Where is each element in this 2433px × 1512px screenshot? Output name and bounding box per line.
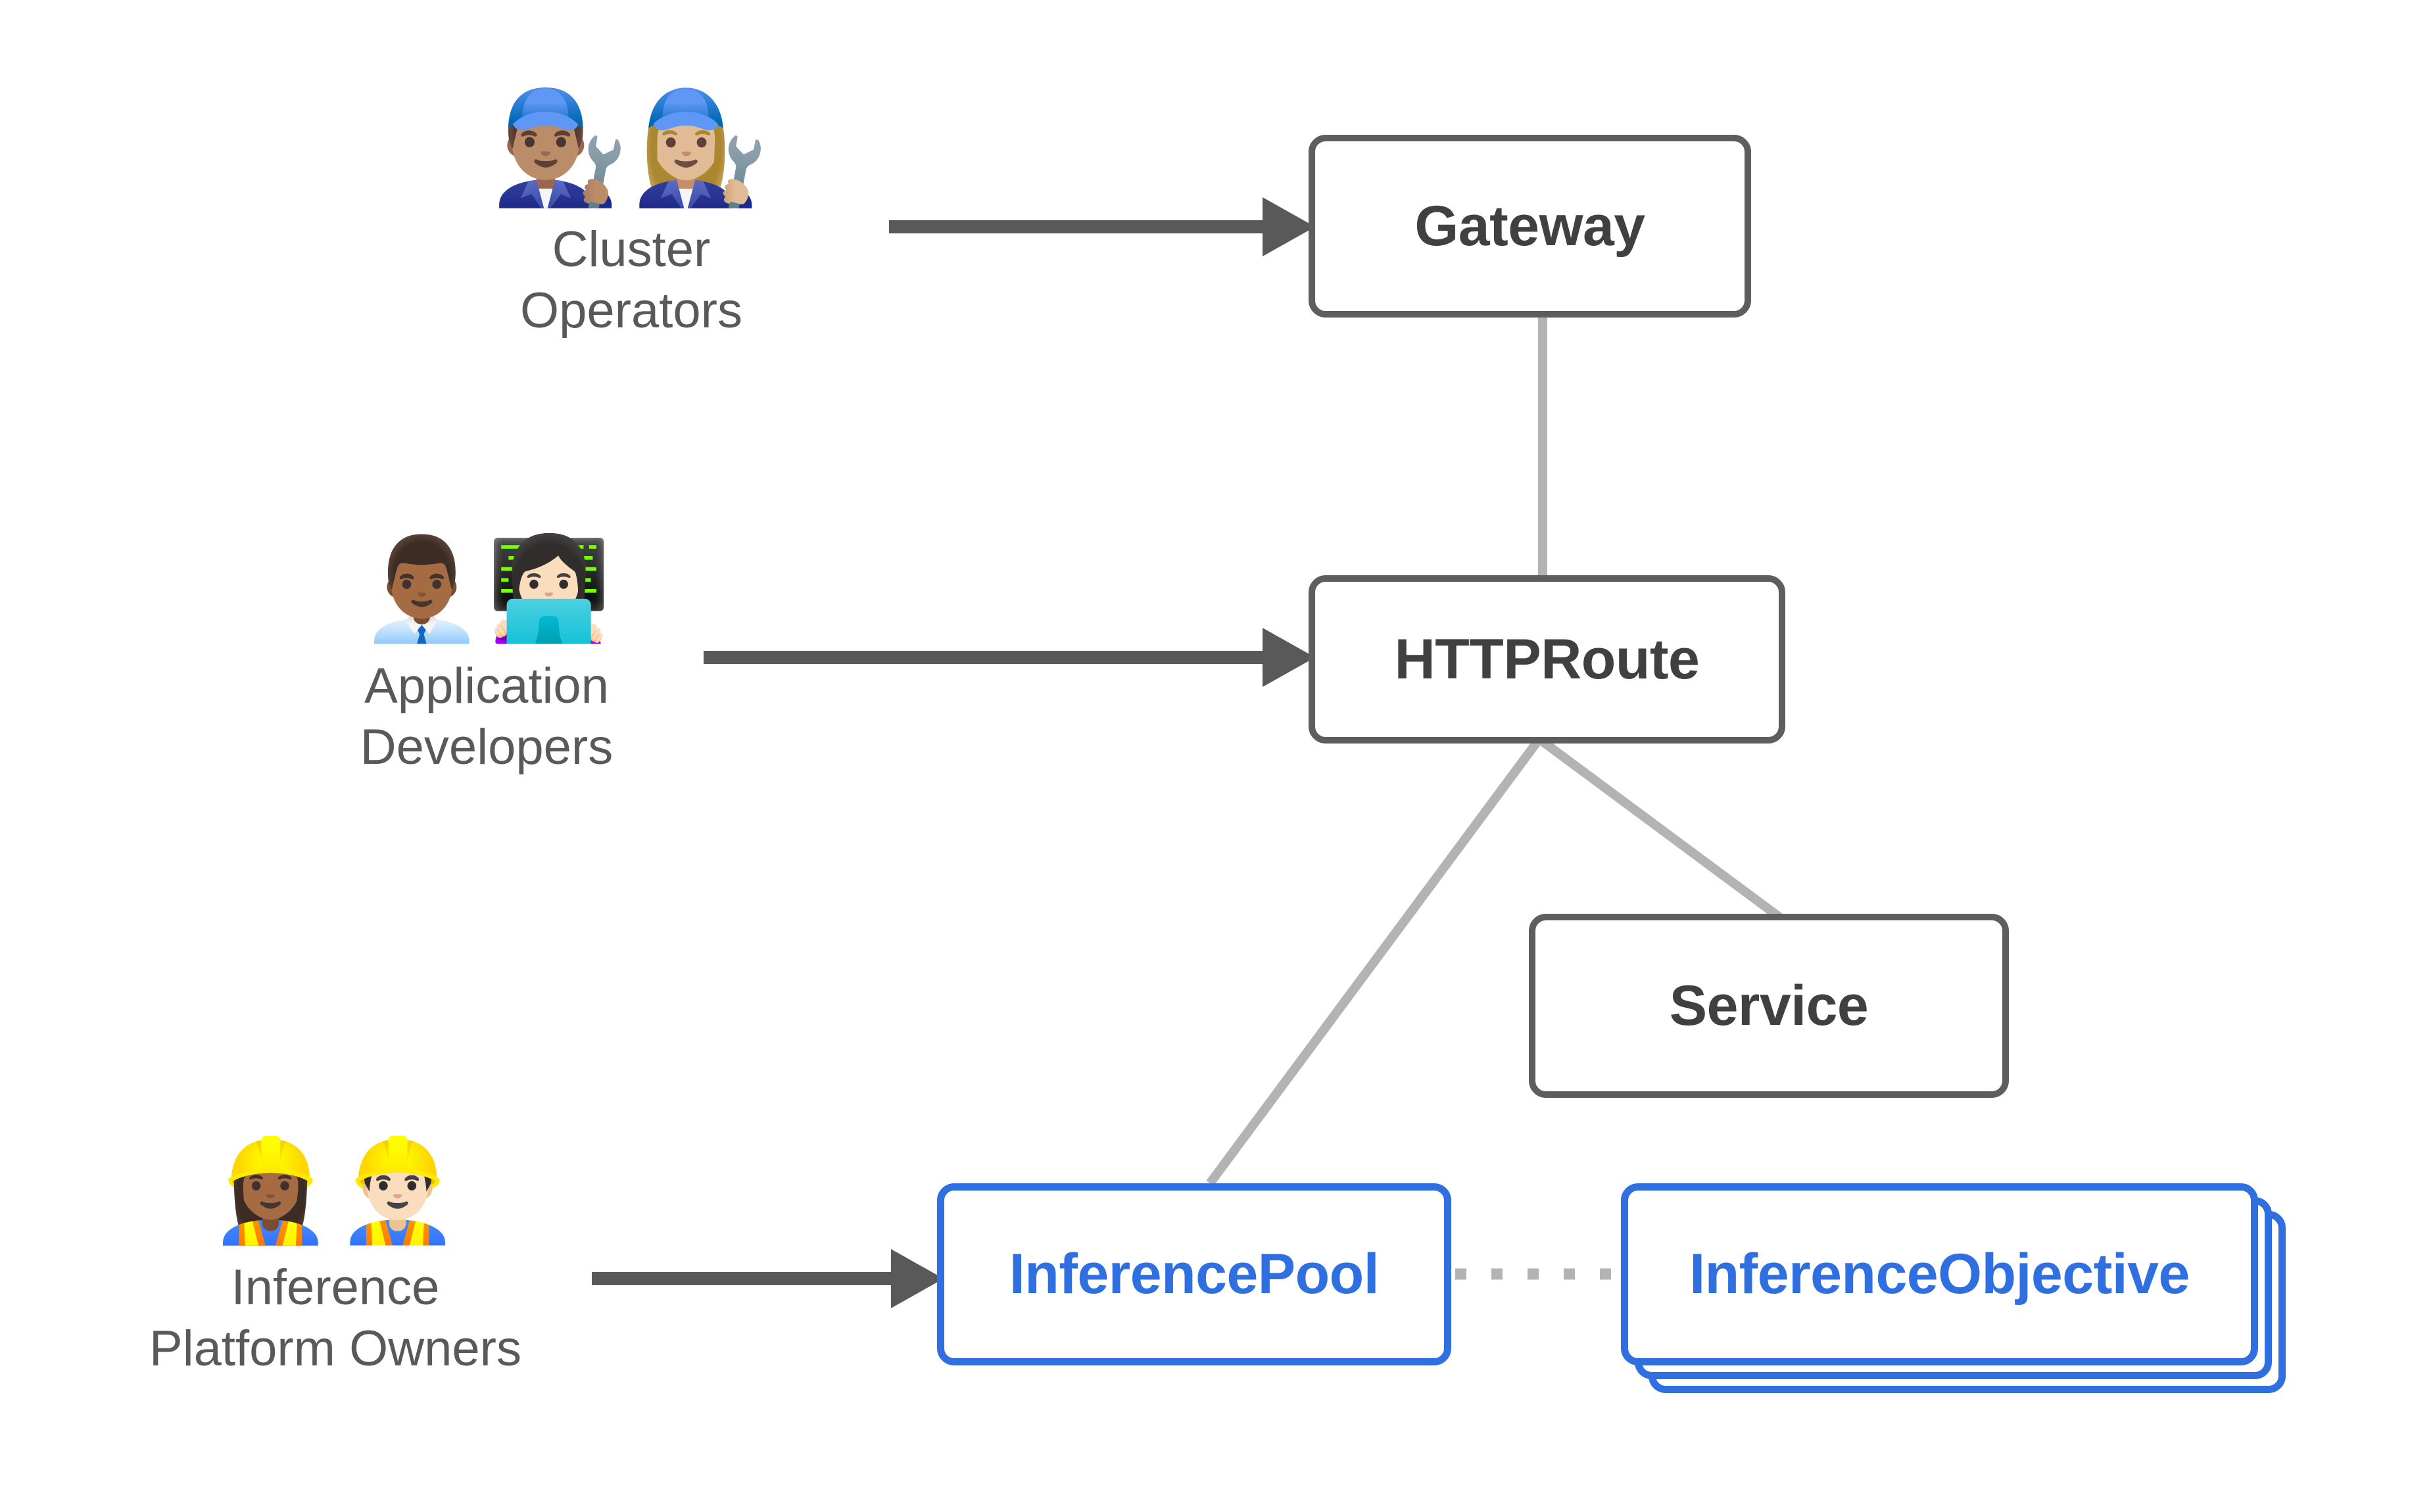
actor-inference-platform-owners-label: Inference Platform Owners xyxy=(149,1260,521,1377)
node-service[interactable]: Service xyxy=(1529,914,2009,1098)
actor-application-developers-label: Application Developers xyxy=(360,658,614,775)
node-inferenceobjective-label: InferenceObjective xyxy=(1689,1242,2190,1306)
line-httproute-to-service xyxy=(1539,738,1783,921)
arrow-inference-owners-to-inferencepool xyxy=(592,1249,944,1308)
node-gateway[interactable]: Gateway xyxy=(1309,135,1751,318)
arrow-application-developers-to-httproute xyxy=(704,628,1315,687)
actor-cluster-operators: 👨🏽‍🔧👩🏼‍🔧 Cluster Operators xyxy=(421,92,842,341)
node-service-label: Service xyxy=(1669,974,1869,1037)
node-inferenceobjective-stack[interactable]: InferenceObjective xyxy=(1621,1183,2286,1400)
construction-worker-pair-icon: 👷🏾‍♀️👷🏻‍♂️ xyxy=(208,1132,463,1248)
actor-inference-platform-owners: 👷🏾‍♀️👷🏻‍♂️ Inference Platform Owners xyxy=(79,1141,592,1379)
developer-pair-icon: 👨🏾‍💼👩🏻‍💻 xyxy=(359,531,614,647)
node-inferencepool-label: InferencePool xyxy=(1009,1242,1380,1306)
actor-cluster-operators-label: Cluster Operators xyxy=(520,222,742,339)
arrow-cluster-operators-to-gateway xyxy=(889,197,1315,256)
actor-application-developers: 👨🏾‍💼👩🏻‍💻 Application Developers xyxy=(276,539,697,778)
line-httproute-to-inferencepool xyxy=(1206,738,1541,1187)
node-gateway-label: Gateway xyxy=(1414,194,1645,258)
mechanic-pair-icon: 👨🏽‍🔧👩🏼‍🔧 xyxy=(491,83,772,212)
node-httproute[interactable]: HTTPRoute xyxy=(1309,575,1785,744)
inferenceobjective-card-front[interactable]: InferenceObjective xyxy=(1621,1183,2258,1365)
node-httproute-label: HTTPRoute xyxy=(1394,627,1700,691)
node-inferencepool[interactable]: InferencePool xyxy=(937,1183,1451,1365)
